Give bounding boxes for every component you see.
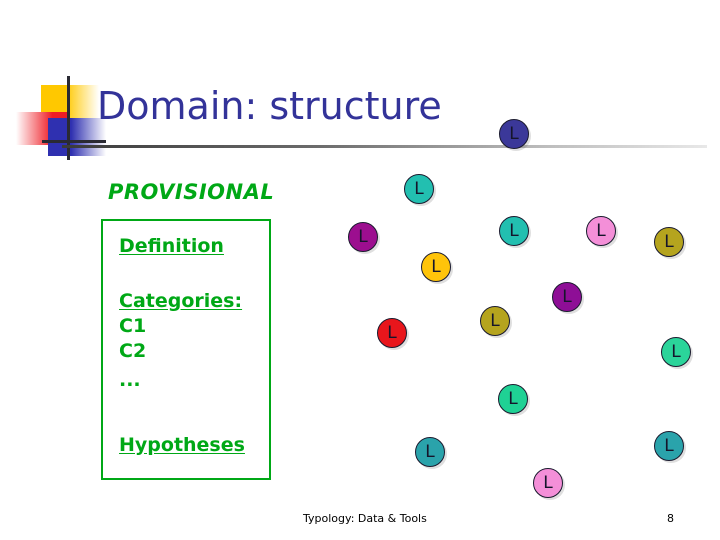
box-line-c2: C2 (119, 340, 147, 362)
graph-node-label: L (664, 232, 674, 252)
structure-box: Definition Categories: C1 C2 ... Hypothe… (101, 219, 271, 480)
box-line-definition: Definition (119, 235, 224, 257)
page-number: 8 (667, 512, 674, 525)
graph-node-label: L (664, 436, 674, 456)
graph-node-4[interactable]: L (499, 216, 529, 246)
graph-node-12[interactable]: L (498, 384, 528, 414)
graph-node-label: L (543, 473, 553, 493)
graph-node-label: L (414, 179, 424, 199)
graph-node-label: L (509, 221, 519, 241)
logo-vertical-bar (67, 76, 70, 160)
graph-node-6[interactable]: L (654, 227, 684, 257)
box-line-categories: Categories: (119, 290, 243, 312)
logo-mark (8, 62, 108, 162)
title-divider (62, 145, 707, 148)
graph-node-label: L (562, 287, 572, 307)
graph-node-15[interactable]: L (533, 468, 563, 498)
box-line-hypotheses: Hypotheses (119, 434, 245, 456)
graph-node-9[interactable]: L (480, 306, 510, 336)
graph-node-label: L (358, 227, 368, 247)
graph-node-10[interactable]: L (377, 318, 407, 348)
graph-node-label: L (508, 389, 518, 409)
graph-node-label: L (431, 257, 441, 277)
graph-node-7[interactable]: L (421, 252, 451, 282)
graph-node-label: L (490, 311, 500, 331)
box-line-ellipsis: ... (119, 369, 141, 391)
graph-node-13[interactable]: L (415, 437, 445, 467)
page-title: Domain: structure (97, 84, 442, 128)
graph-node-label: L (387, 323, 397, 343)
graph-node-2[interactable]: L (404, 174, 434, 204)
graph-node-8[interactable]: L (552, 282, 582, 312)
graph-node-5[interactable]: L (586, 216, 616, 246)
graph-node-3[interactable]: L (348, 222, 378, 252)
box-line-c1: C1 (119, 315, 147, 337)
graph-node-label: L (596, 221, 606, 241)
graph-node-label: L (671, 342, 681, 362)
graph-node-1[interactable]: L (499, 119, 529, 149)
graph-node-label: L (509, 124, 519, 144)
graph-node-label: L (425, 442, 435, 462)
footer-text: Typology: Data & Tools (303, 512, 427, 525)
graph-node-11[interactable]: L (661, 337, 691, 367)
logo-blue-square (48, 118, 106, 156)
graph-node-14[interactable]: L (654, 431, 684, 461)
provisional-label: PROVISIONAL (108, 180, 275, 204)
logo-horizontal-bar (42, 140, 106, 143)
